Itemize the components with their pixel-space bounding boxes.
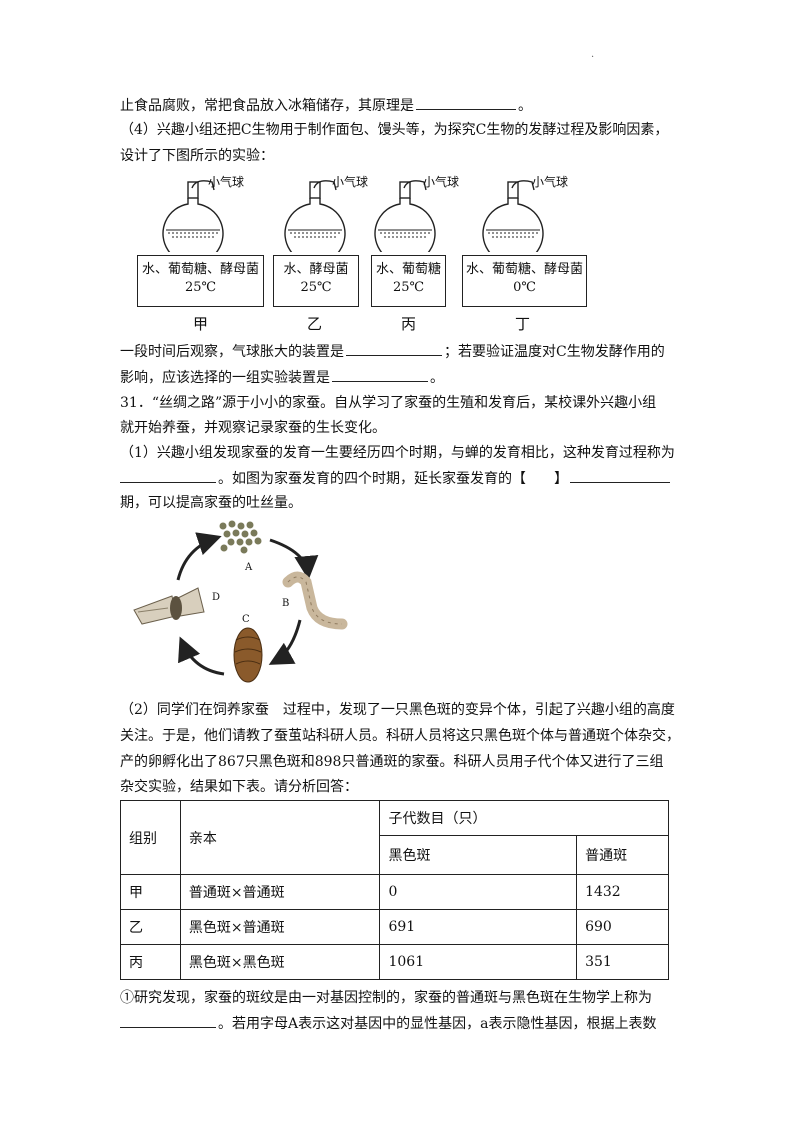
stage-label-b: B — [282, 598, 290, 609]
after-line-2-suffix: 。 — [430, 370, 444, 386]
flask-ding-box: 水、葡萄糖、酵母菌 0℃ — [462, 255, 587, 307]
answer-blank[interactable] — [120, 468, 216, 483]
flask-ding-label: 丁 — [515, 315, 531, 333]
flask-ding-content: 水、葡萄糖、酵母菌 — [465, 262, 583, 277]
page-mark: · — [591, 52, 595, 63]
table-row: 丙 黑色斑×黑色斑 1061 351 — [120, 944, 669, 980]
table-row: 甲 普通斑×普通斑 0 1432 — [120, 874, 669, 910]
cell-normal: 351 — [576, 944, 669, 980]
cell-group: 丙 — [120, 944, 181, 980]
question-4-answer-line-1: 一段时间后观察，气球胀大的装置是 ；若要验证温度对C生物发酵作用的 — [120, 341, 665, 362]
flask-jia-temp: 25℃ — [184, 280, 217, 295]
part-2-line-1: （2）同学们在饲养家蚕 过程中，发现了一只黑色斑的变异个体，引起了兴趣小组的高度 — [120, 702, 675, 718]
cell-parent: 黑色斑×黑色斑 — [179, 944, 381, 980]
flask-yi-temp: 25℃ — [300, 280, 332, 295]
flask-bing-box: 水、葡萄糖 25℃ — [371, 255, 446, 307]
cell-normal: 1432 — [576, 874, 669, 910]
cell-black: 1061 — [379, 944, 578, 980]
part-2-line-2: 关注。于是，他们请教了蚕茧站科研人员。科研人员将这只黑色斑个体与普通斑个体杂交， — [120, 728, 680, 744]
flask-bing-temp: 25℃ — [392, 280, 425, 295]
flask-jia-content: 水、葡萄糖、酵母菌 — [141, 262, 259, 277]
cell-black: 691 — [379, 909, 578, 945]
flask-bing — [372, 170, 502, 252]
part-1-line-2: 。如图为家蚕发育的四个时期，延长家蚕发育的【 】 — [120, 468, 672, 489]
part-1-line-3: 期，可以提高家蚕的吐丝量。 — [120, 495, 302, 511]
line-1-suffix: 。 — [518, 98, 532, 114]
balloon-label-yi: 小气球 — [332, 175, 369, 189]
part-2-line-3: 产的卵孵化出了867只黑色斑和898只普通斑的家蚕。科研人员用子代个体又进行了三… — [120, 754, 664, 770]
table-subheader-row: 黑色斑 普通斑 — [121, 835, 669, 875]
answer-blank[interactable] — [416, 95, 516, 110]
question-4-answer-line-2: 影响，应该选择的一组实验装置是 。 — [120, 367, 444, 388]
header-normal: 普通斑 — [576, 835, 669, 875]
question-31-line-1: 31．“丝绸之路”源于小小的家蚕。自从学习了家蚕的生殖和发育后，某校课外兴趣小组 — [120, 395, 657, 411]
line-1-prefix: 止食品腐败，常把食品放入冰箱储存，其原理是 — [120, 98, 414, 114]
arrow-b-to-c — [268, 619, 302, 665]
larva-stage-icon — [282, 571, 348, 630]
header-parent: 亲本 — [179, 800, 381, 875]
arrow-c-to-d — [178, 636, 225, 676]
part-1-line-1: （1）兴趣小组发现家蚕的发育一生要经历四个时期，与蝉的发育相比，这种发育过程称为 — [120, 445, 675, 461]
pupa-stage-icon — [233, 627, 263, 683]
footer-line-1: ①研究发现，家蚕的斑纹是由一对基因控制的，家蚕的普通斑与黑色斑在生物学上称为 — [120, 990, 652, 1006]
after-line-2-prefix: 影响，应该选择的一组实验装置是 — [120, 370, 330, 386]
flask-yi-label: 乙 — [307, 315, 323, 333]
arrow-d-to-a — [176, 532, 222, 581]
after-line-1-suffix: ；若要验证温度对C生物发酵作用的 — [444, 344, 665, 360]
cell-group: 乙 — [120, 909, 181, 945]
question-4-line-1: （4）兴趣小组还把C生物用于制作面包、馒头等，为探究C生物的发酵过程及影响因素， — [120, 122, 669, 138]
part-1-line-2-mid: 。如图为家蚕发育的四个时期，延长家蚕发育的【 】 — [218, 471, 568, 487]
header-offspring: 子代数目（只） — [379, 800, 669, 836]
flask-bing-label: 丙 — [401, 315, 417, 333]
table-row: 乙 黑色斑×普通斑 691 690 — [120, 909, 669, 945]
cell-group: 甲 — [120, 874, 181, 910]
header-group: 组别 — [120, 800, 181, 875]
balloon-label-ding: 小气球 — [532, 175, 569, 189]
arrow-a-to-b — [269, 538, 319, 580]
flask-jia-label: 甲 — [193, 315, 209, 333]
header-black: 黑色斑 — [379, 835, 578, 875]
footer-line-2: 。若用字母A表示这对基因中的显性基因，a表示隐性基因，根据上表数 — [120, 1013, 656, 1034]
adult-moth-icon — [133, 587, 205, 625]
balloon-label-jia: 小气球 — [208, 175, 245, 189]
silkworm-life-cycle: A B C D — [128, 512, 358, 692]
table-header-row: 组别 亲本 子代数目（只） — [120, 800, 669, 875]
flask-yi-content: 水、酵母菌 — [283, 262, 349, 277]
flask-bing-content: 水、葡萄糖 — [375, 262, 441, 277]
cross-results-table: 组别 亲本 子代数目（只） 黑色斑 普通斑 甲 普通斑×普通斑 0 1432 乙… — [120, 800, 669, 980]
flask-jia-box: 水、葡萄糖、酵母菌 25℃ — [137, 255, 264, 307]
flask-ding — [480, 170, 610, 252]
flask-yi-box: 水、酵母菌 25℃ — [273, 255, 359, 307]
question-4-line-2: 设计了下图所示的实验： — [120, 148, 274, 164]
after-line-1-prefix: 一段时间后观察，气球胀大的装置是 — [120, 344, 344, 360]
flask-jia — [160, 170, 290, 252]
stage-label-d: D — [212, 592, 221, 603]
text-line-1: 止食品腐败，常把食品放入冰箱储存，其原理是 。 — [120, 95, 532, 116]
footer-line-2-text: 。若用字母A表示这对基因中的显性基因，a表示隐性基因，根据上表数 — [218, 1016, 657, 1032]
stage-label-c: C — [242, 614, 250, 625]
question-31-line-2: 就开始养蚕，并观察记录家蚕的生长变化。 — [120, 420, 386, 436]
cell-parent: 普通斑×普通斑 — [179, 874, 381, 910]
answer-blank[interactable] — [346, 341, 442, 356]
cell-black: 0 — [379, 874, 578, 910]
answer-blank[interactable] — [570, 468, 670, 483]
cell-normal: 690 — [576, 909, 669, 945]
cell-parent: 黑色斑×普通斑 — [179, 909, 381, 945]
egg-stage-icon — [219, 520, 262, 554]
flask-ding-temp: 0℃ — [513, 280, 536, 295]
balloon-label-bing: 小气球 — [423, 175, 460, 189]
answer-blank[interactable] — [120, 1013, 216, 1028]
flask-yi — [282, 170, 412, 252]
answer-blank[interactable] — [332, 367, 428, 382]
stage-label-a: A — [245, 562, 253, 573]
part-2-line-4: 杂交实验，结果如下表。请分析回答： — [120, 779, 358, 795]
